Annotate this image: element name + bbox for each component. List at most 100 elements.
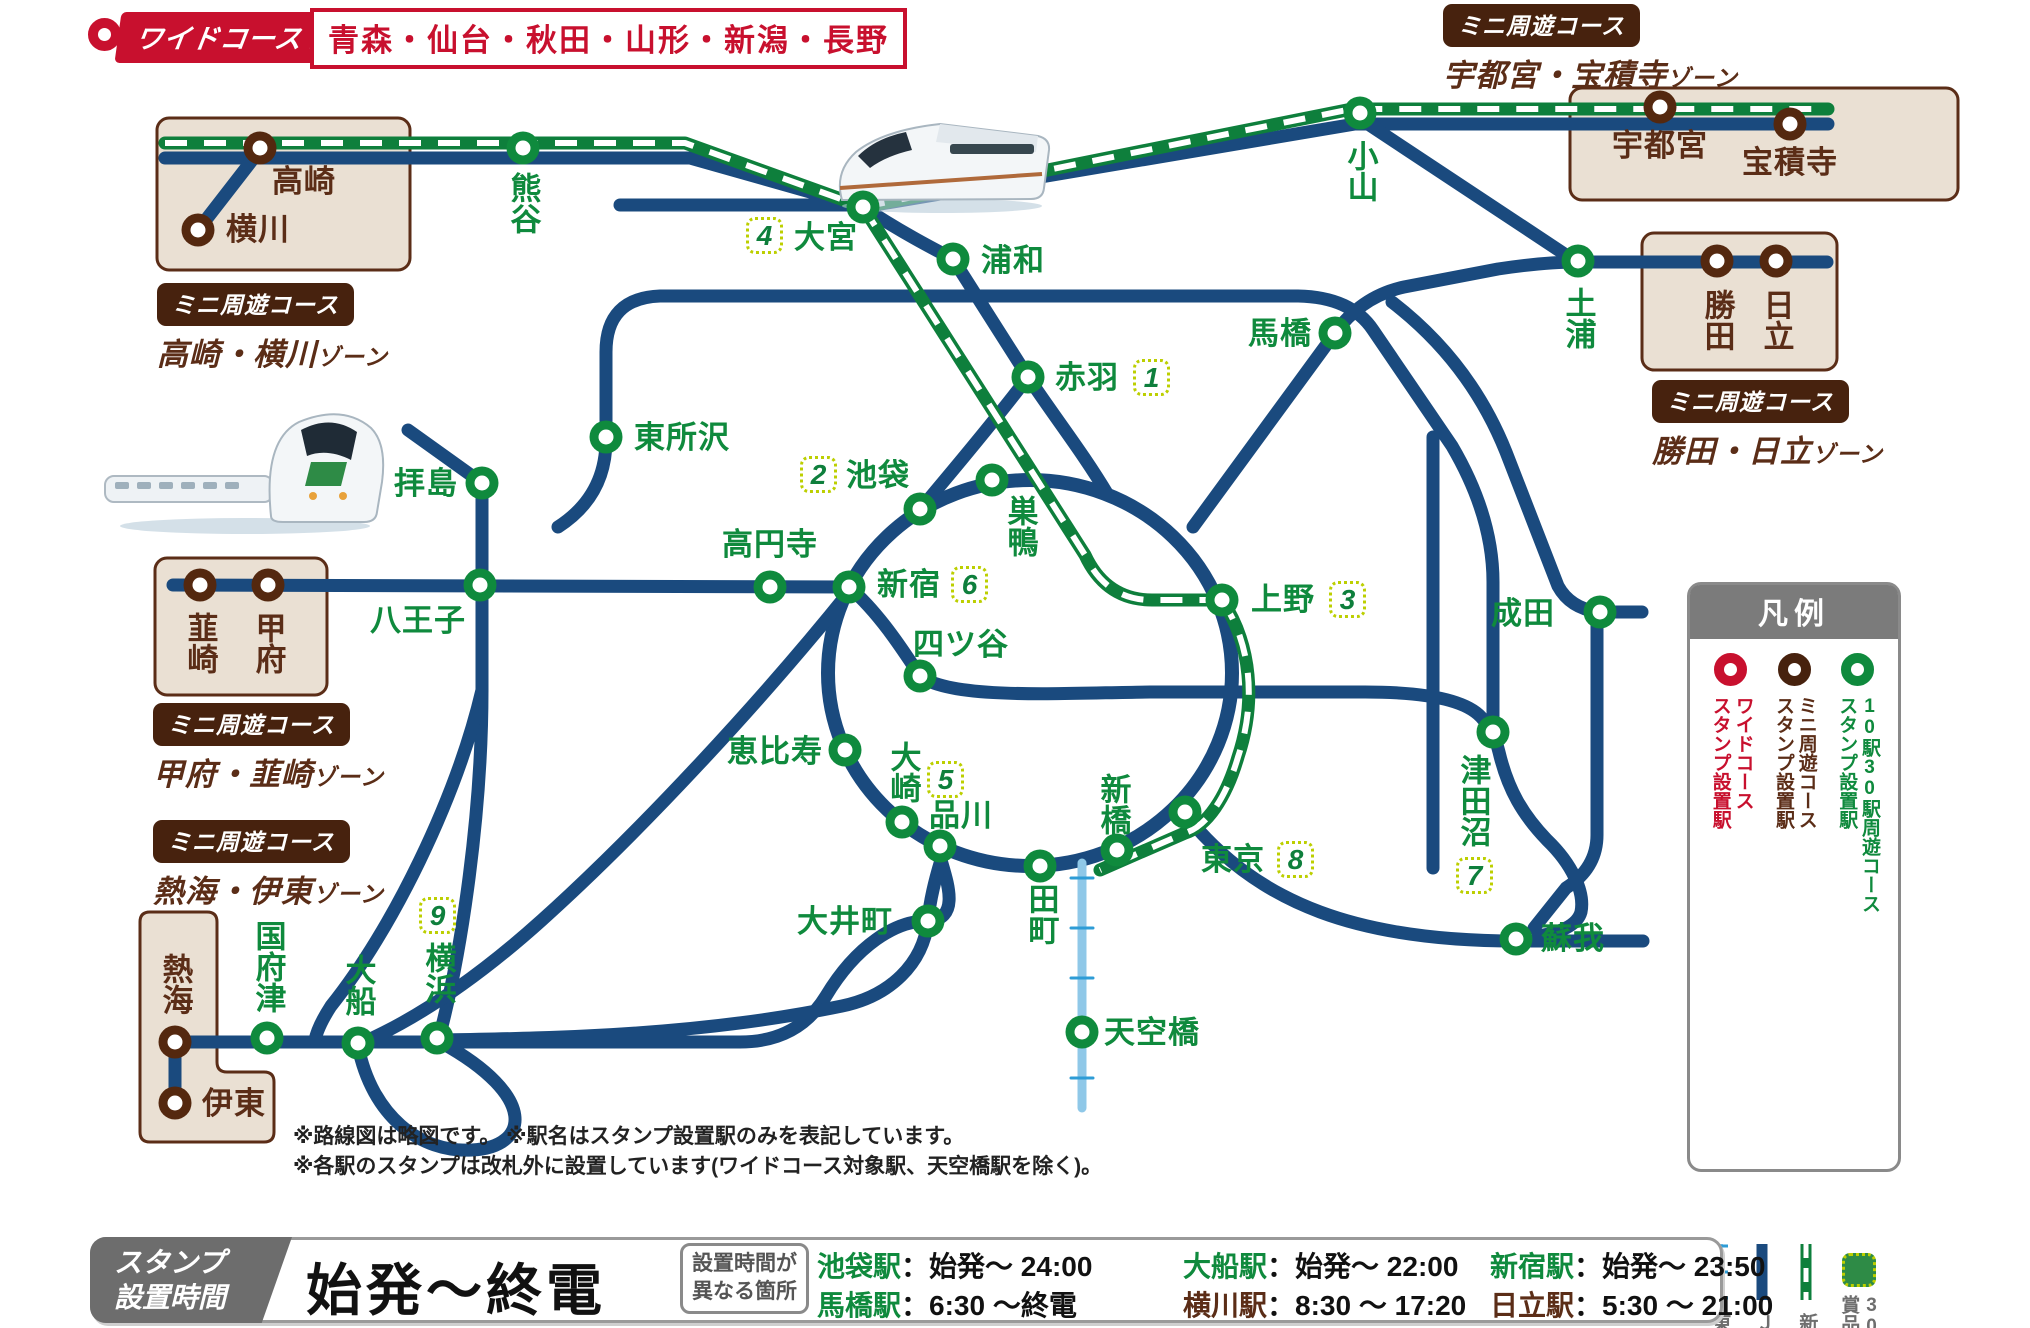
station-tokyo — [1168, 795, 1202, 829]
station-label-tsudanuma: 津田沼 — [1455, 754, 1491, 847]
station-label-akabane: 赤羽 — [1055, 360, 1119, 395]
stamp-number-badge-tokyo: 8 — [1277, 841, 1314, 878]
station-osaki — [885, 805, 919, 839]
station-haijima — [465, 466, 499, 500]
station-label-oyama: 小山 — [1342, 140, 1378, 202]
schedule-column-2: 大船駅：始発～ 22:00 横川駅：8:30 ～ 17:20 — [1183, 1247, 1466, 1325]
zone-badge: ミニ周遊コース — [157, 283, 354, 326]
station-label-kumagaya: 熊谷 — [505, 172, 541, 234]
stamp-hours-main: 始発～終電 — [306, 1259, 606, 1322]
station-urawa — [936, 242, 970, 276]
legend-panel: 凡例 ワイドコース スタンプ設置駅 ミニ周遊コース スタンプ設置駅 10駅3 — [1687, 582, 1901, 1328]
station-ofuna — [341, 1026, 375, 1060]
stamp-number-badge-ueno: 3 — [1329, 581, 1366, 618]
schedule-entry: 馬橋駅：6:30 ～終電 — [817, 1290, 1077, 1322]
legend-line-shinkansen: 新幹線 — [1793, 1239, 1819, 1328]
station-label-shimbashi: 新橋 — [1095, 773, 1131, 835]
station-label-tokyo: 東京 — [1201, 842, 1265, 877]
station-label-soga: 蘇我 — [1541, 921, 1605, 956]
stations-layer — [158, 90, 1807, 1120]
zone-badge: ミニ周遊コース — [153, 820, 350, 863]
legend-line-label: ＪＲ線 — [1751, 1313, 1774, 1328]
station-label-tenkubashi: 天空橋 — [1104, 1015, 1200, 1050]
legend-line-label: 賞品引換箇所 — [1836, 1295, 1859, 1328]
station-label-atami: 熱海 — [157, 953, 193, 1015]
legend-marker-ten-thirty-course: 10駅30駅周遊コース スタンプ設置駅 — [1834, 653, 1880, 996]
station-ebisu — [828, 733, 862, 767]
map-note-1: ※路線図は略図です。 ※駅名はスタンプ設置駅のみを表記しています。 — [293, 1125, 965, 1148]
legend-title: 凡例 — [1690, 585, 1898, 639]
station-label-osaki: 大崎 — [885, 741, 921, 803]
station-shinjuku — [832, 570, 866, 604]
station-oimachi — [911, 904, 945, 938]
station-sugamo — [975, 463, 1009, 497]
station-label-yokokawa: 横川 — [226, 212, 290, 247]
station-ito — [158, 1086, 192, 1120]
station-utsunomiya — [1643, 90, 1677, 124]
station-kumagaya — [506, 131, 540, 165]
zone-box-katsuta-hitachi — [1640, 231, 1839, 372]
zone-badge: ミニ周遊コース — [153, 703, 350, 746]
schedule-entry: 池袋駅：始発～ 24:00 — [817, 1251, 1093, 1282]
legend-markers: ワイドコース スタンプ設置駅 ミニ周遊コース スタンプ設置駅 10駅30駅周遊コ… — [1690, 639, 1898, 996]
station-narita — [1583, 595, 1617, 629]
station-label-yokohama: 横浜 — [420, 942, 456, 1004]
green-ring-icon — [1840, 653, 1874, 686]
station-label-haijima: 拝島 — [394, 466, 458, 501]
station-label-tamachi: 田町 — [1023, 883, 1059, 945]
station-label-ofuna: 大船 — [340, 954, 376, 1016]
station-nirasaki — [183, 568, 217, 602]
monorail-line — [1069, 858, 1095, 1113]
legend-marker-label: ワイドコース — [1732, 696, 1754, 810]
legend-marker-wide-course: ワイドコース スタンプ設置駅 — [1708, 653, 1754, 996]
stamp-hours-label-line2: 設置時間 — [114, 1282, 227, 1313]
station-shimbashi — [1100, 833, 1134, 867]
zone-badge: ミニ周遊コース — [1652, 380, 1849, 423]
station-label-utsunomiya: 宇都宮 — [1612, 128, 1708, 163]
zone-label-katsuta-hitachi: ミニ周遊コース 勝田・日立ゾーン — [1652, 380, 1883, 471]
station-hoshakuji — [1773, 107, 1807, 141]
station-koenji — [753, 570, 787, 604]
legend-marker-label: ミニ周遊コース — [1795, 696, 1817, 829]
station-label-kofu: 甲府 — [250, 612, 286, 674]
schedule-entry: 日立駅：5:30 ～ 21:00 — [1490, 1290, 1774, 1322]
schedule-time: 5:30 ～ 21:00 — [1602, 1290, 1774, 1322]
schedule-entry: 大船駅：始発～ 22:00 — [1183, 1251, 1459, 1282]
station-label-nirasaki: 韮崎 — [182, 612, 218, 674]
prize-exchange-icon — [1842, 1253, 1877, 1287]
schedule-column-3: 新宿駅：始発～ 23:50 日立駅：5:30 ～ 21:00 — [1490, 1247, 1773, 1325]
legend-prize-exchange: 30駅周遊コース 賞品引換箇所 — [1836, 1239, 1882, 1328]
legend-line-label: 新幹線 — [1795, 1313, 1817, 1328]
station-mabashi — [1318, 316, 1352, 350]
station-yokokawa — [181, 213, 215, 247]
different-hours-note-line1: 設置時間が — [692, 1252, 797, 1275]
shinkansen-line-icon — [1800, 1244, 1812, 1300]
wide-course-stations: 青森・仙台・秋田・山形・新潟・長野 — [310, 8, 907, 69]
zone-suffix: ゾーン — [317, 344, 388, 370]
jr-lines — [158, 113, 1835, 1157]
zone-name: 宇都宮・宝積寺 — [1443, 58, 1667, 93]
train-illustration-express — [838, 122, 1051, 213]
station-label-ueno: 上野 — [1251, 582, 1315, 617]
station-takasaki — [243, 131, 277, 165]
brown-ring-icon — [1777, 653, 1811, 686]
station-label-sugamo: 巣鴨 — [1002, 495, 1038, 557]
stamp-number-badge-tsudanuma: 7 — [1456, 857, 1493, 894]
map-note-2: ※各駅のスタンプは改札外に設置しています(ワイドコース対象駅、天空橋駅を除く)。 — [293, 1155, 1103, 1178]
stamp-number-badge-ikebukuro: 2 — [800, 456, 837, 493]
station-kofu — [251, 568, 285, 602]
station-ueno — [1205, 583, 1239, 617]
schedule-station: 馬橋駅 — [817, 1290, 902, 1322]
legend-marker-label: スタンプ設置駅 — [1773, 696, 1794, 829]
zone-name: 甲府・韮崎 — [153, 757, 313, 792]
schedule-time: 始発～ 24:00 — [929, 1251, 1093, 1282]
station-label-mabashi: 馬橋 — [1248, 316, 1312, 351]
schedule-entry: 横川駅：8:30 ～ 17:20 — [1183, 1290, 1467, 1322]
zone-label-takasaki-yokokawa: ミニ周遊コース 高崎・横川ゾーン — [157, 283, 388, 374]
schedule-time: 始発～ 23:50 — [1602, 1251, 1766, 1282]
zone-label-kofu-nirasaki: ミニ周遊コース 甲府・韮崎ゾーン — [153, 703, 384, 794]
station-omiya — [846, 190, 880, 224]
station-label-omiya: 大宮 — [794, 220, 858, 255]
